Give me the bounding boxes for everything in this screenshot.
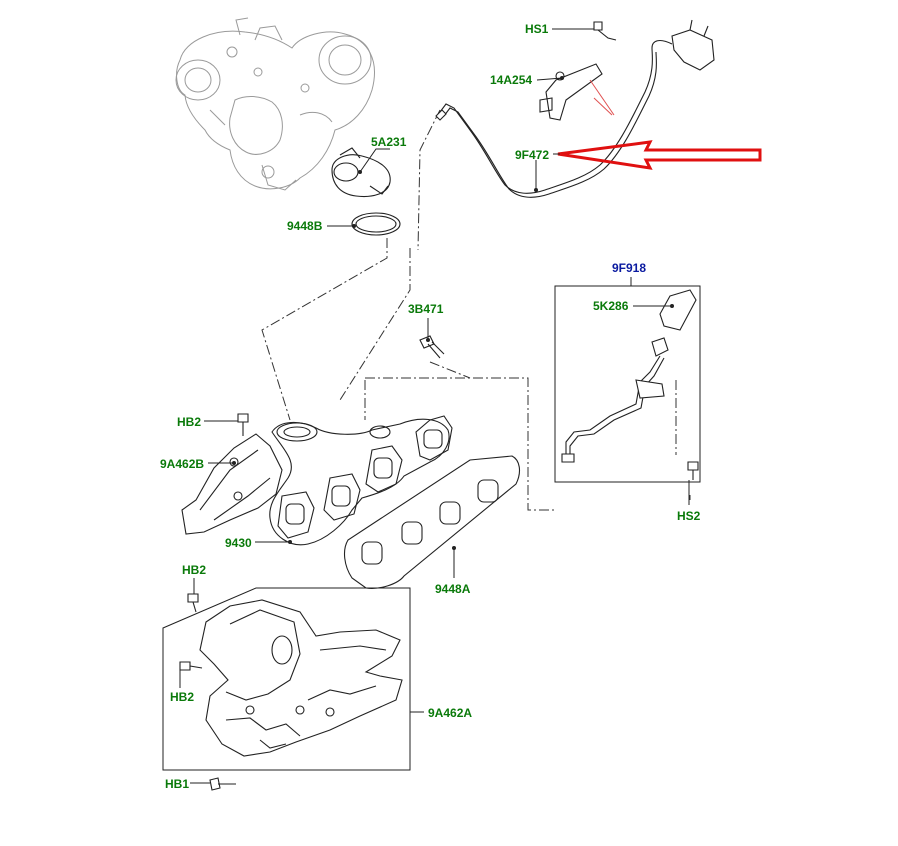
label-hb2-low[interactable]: HB2 <box>170 690 194 704</box>
label-9a462b[interactable]: 9A462B <box>160 457 204 471</box>
label-9448b[interactable]: 9448B <box>287 219 323 233</box>
label-3b471[interactable]: 3B471 <box>408 302 444 316</box>
part-9a462a-group-box <box>162 587 411 771</box>
label-14a254[interactable]: 14A254 <box>490 73 532 87</box>
part-5a231-clamp <box>331 147 391 198</box>
part-hs2-bolt <box>687 461 699 480</box>
part-9f472-sensor-harness <box>435 19 715 198</box>
label-hb2-top[interactable]: HB2 <box>177 415 201 429</box>
label-9f472[interactable]: 9F472 <box>515 148 549 162</box>
label-5k286[interactable]: 5K286 <box>593 299 629 313</box>
part-hb2-bolt-mid <box>187 593 199 613</box>
part-9a462a-heat-shield <box>199 599 403 757</box>
highlight-arrow-icon <box>557 140 762 170</box>
label-9430[interactable]: 9430 <box>225 536 252 550</box>
part-3b471-stud <box>419 335 445 359</box>
part-9430-exhaust-manifold <box>269 415 453 546</box>
label-9a462a[interactable]: 9A462A <box>428 706 472 720</box>
turbocharger-illustration <box>175 17 375 191</box>
part-9448b-gasket <box>351 212 401 236</box>
part-9f918-group-box <box>554 285 701 483</box>
callout-labels: HS1 14A254 9F472 5A231 9448B 3B471 9F918… <box>160 22 701 791</box>
label-hb2-mid[interactable]: HB2 <box>182 563 206 577</box>
part-hb1-bolt <box>209 777 236 791</box>
part-9a462b-heat-shield <box>181 433 283 535</box>
part-14a254-bracket <box>539 63 603 121</box>
label-hs1[interactable]: HS1 <box>525 22 549 36</box>
label-9f918[interactable]: 9F918 <box>612 261 646 275</box>
label-5a231[interactable]: 5A231 <box>371 135 407 149</box>
part-9448a-manifold-gasket <box>343 455 521 589</box>
label-9448a[interactable]: 9448A <box>435 582 471 596</box>
part-5k286-sensor <box>561 289 697 463</box>
label-hs2[interactable]: HS2 <box>677 509 701 523</box>
label-hb1[interactable]: HB1 <box>165 777 189 791</box>
alignment-lines <box>261 109 691 511</box>
leader-lines <box>179 28 690 784</box>
part-hb2-bolt-top <box>237 413 249 436</box>
part-hb2-bolt-low <box>179 661 203 671</box>
part-hs1-bolt <box>593 21 617 41</box>
